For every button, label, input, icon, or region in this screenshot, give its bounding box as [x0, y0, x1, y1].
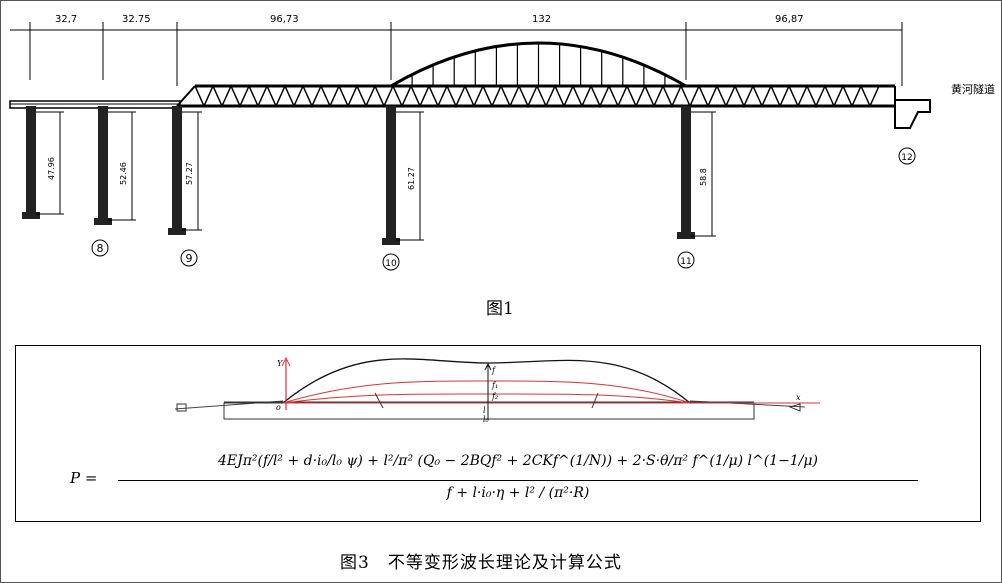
- span-dim-2: 32.75: [122, 14, 151, 25]
- pier-number-circle-9: [180, 249, 198, 267]
- wavelength-diagram: Y x o f f₁ f₂ l l₀: [174, 356, 820, 424]
- span-dimension-labels: 32,7 32.75 96,73 132 96,87: [55, 14, 804, 25]
- fraction-bar: [118, 480, 918, 481]
- bridge-elevation-drawing: 32,7 32.75 96,73 132 96,87: [9, 14, 995, 271]
- formula-lhs: P =: [70, 469, 98, 487]
- span-dim-5: 96,87: [775, 14, 804, 25]
- pier-number-circle-10: [382, 253, 400, 271]
- f-label: f: [491, 366, 497, 375]
- pier-number-circle-11: [677, 251, 695, 269]
- figure3-panel: [15, 345, 981, 522]
- figure3-caption: 图3 不等变形波长理论及计算公式: [340, 553, 622, 573]
- pier-height-5: 58.8: [699, 168, 708, 186]
- pier-10: [382, 106, 400, 245]
- f1-label: f₁: [491, 381, 498, 390]
- wavelength-formula: P = 4EJπ²(f/l² + d·i₀/l₀ ψ) + l²/π² (Q₀ …: [70, 447, 930, 513]
- pier-height-1: 47.96: [47, 157, 56, 180]
- pier-11: [677, 106, 695, 239]
- x-axis-label: x: [796, 393, 801, 402]
- pier-8: [94, 106, 112, 225]
- arch-rib: [390, 41, 687, 88]
- pier-height-4: 61.27: [407, 167, 416, 190]
- f2-label: f₂: [491, 392, 498, 401]
- figure1-caption: 图1: [486, 299, 514, 319]
- pier-number-12: 12: [901, 153, 912, 163]
- red-curve-1: [282, 380, 691, 404]
- pier-number-10: 10: [385, 259, 397, 269]
- y-axis-label: Y: [277, 359, 283, 368]
- pier-9: [168, 106, 186, 235]
- pier-number-9: 9: [186, 252, 193, 265]
- base-rectangle: [223, 402, 755, 420]
- lo-label: l₀: [483, 415, 490, 424]
- span-dim-3: 96,73: [270, 14, 299, 25]
- pier-number-circle-8: [91, 239, 109, 257]
- formula-denominator: f + l·i₀·η + l² / (π²·R): [446, 485, 590, 501]
- pier-height-2: 52.46: [119, 162, 128, 185]
- pier-number-circle-12: [898, 147, 916, 165]
- abutment-12: [894, 99, 931, 129]
- pier-height-3: 57.27: [185, 162, 194, 185]
- l-label: l: [483, 406, 486, 415]
- span-dim-4: 132: [532, 14, 551, 25]
- pier-1: [22, 106, 40, 219]
- pier-number-8: 8: [97, 242, 104, 255]
- pier-number-11: 11: [680, 257, 691, 267]
- span-dim-1: 32,7: [55, 14, 77, 25]
- formula-numerator: 4EJπ²(f/l² + d·i₀/l₀ ψ) + l²/π² (Q₀ − 2B…: [217, 453, 818, 469]
- origin-label: o: [276, 403, 281, 412]
- steel-truss: [176, 84, 896, 108]
- tunnel-label: 黄河隧道: [951, 82, 995, 96]
